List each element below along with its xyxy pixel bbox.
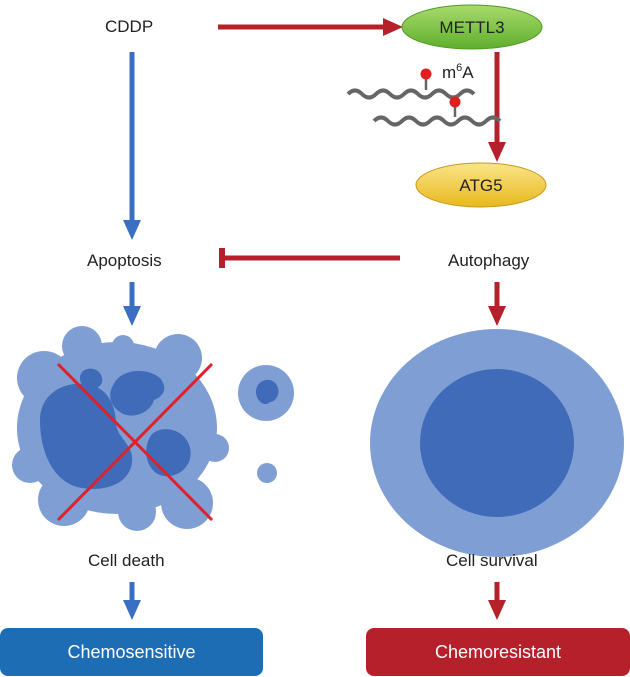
chemoresistant-label: Chemoresistant — [434, 641, 562, 662]
cell-survival-label: Cell survival — [446, 551, 538, 570]
arrow-autophagy-to-cell — [488, 282, 506, 326]
chemosensitive-box: Chemosensitive — [0, 628, 263, 676]
arrow-mettl3-to-atg5 — [488, 52, 506, 162]
apoptotic-body-icon — [238, 365, 294, 421]
chemoresistant-box: Chemoresistant — [366, 628, 630, 676]
arrow-apoptosis-to-dying-cell — [123, 282, 141, 326]
atg5-node: ATG5 — [415, 162, 547, 208]
small-fragment-icon — [257, 463, 277, 483]
chemosensitive-label: Chemosensitive — [67, 641, 196, 662]
inhibition-autophagy-to-apoptosis — [219, 248, 400, 268]
autophagy-label: Autophagy — [448, 251, 530, 270]
surviving-cell-icon — [370, 329, 624, 557]
mettl3-label: METTL3 — [439, 18, 504, 37]
mettl3-node: METTL3 — [401, 4, 543, 50]
atg5-label: ATG5 — [459, 176, 502, 195]
arrow-cell-survival-to-chemoresistant — [488, 582, 506, 620]
apoptosis-label: Apoptosis — [87, 251, 162, 270]
m6a-rna-icon: m6A — [346, 62, 502, 127]
arrow-cddp-to-apoptosis — [123, 52, 141, 240]
arrow-cell-death-to-chemosensitive — [123, 582, 141, 620]
dying-cell-icon — [12, 326, 229, 531]
cell-death-label: Cell death — [88, 551, 165, 570]
arrow-cddp-to-mettl3 — [218, 18, 403, 36]
m6a-label: m6A — [442, 62, 474, 82]
cddp-label: CDDP — [105, 17, 154, 36]
